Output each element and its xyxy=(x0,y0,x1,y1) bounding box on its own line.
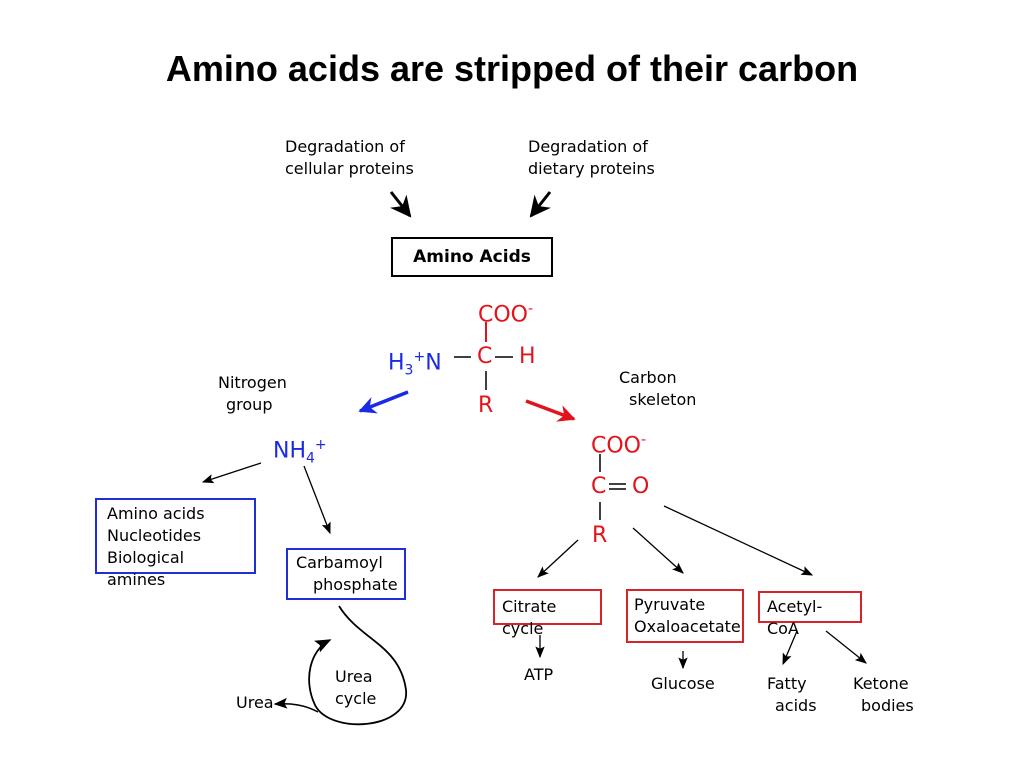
page-title: Amino acids are stripped of their carbon xyxy=(165,48,859,89)
nh-text: NH xyxy=(273,438,306,464)
label-line: cellular proteins xyxy=(285,159,414,178)
arrow-acetyl-to-ketone-bodies xyxy=(825,630,867,664)
box-line: Biological amines xyxy=(107,548,185,589)
label-line: acids xyxy=(775,696,817,715)
label-degradation-cellular: Degradation of cellular proteins xyxy=(285,136,414,180)
arrow-to-urea xyxy=(273,697,319,713)
arrow-nh4-to-products xyxy=(201,462,262,484)
label-glucose: Glucose xyxy=(651,674,715,693)
n-text: N xyxy=(425,350,442,376)
amino-acids-box: Amino Acids xyxy=(391,237,553,277)
label-line: Carbon xyxy=(619,368,677,387)
label-line: Ketone xyxy=(853,674,909,693)
label-line: Urea xyxy=(335,667,373,686)
alpha-carbon: C xyxy=(477,344,493,369)
label-atp: ATP xyxy=(524,665,554,684)
plus-sign: + xyxy=(314,437,327,453)
sub-3: 3 xyxy=(404,362,414,379)
box-line: Carbamoyl xyxy=(296,553,383,572)
label-urea: Urea xyxy=(236,693,274,712)
hydrogen-atom: H xyxy=(519,344,536,369)
box-line: phosphate xyxy=(313,575,398,594)
label-line: Nitrogen xyxy=(218,373,287,392)
arrow-acetyl-to-fatty-acids xyxy=(782,630,798,666)
box-line: Nucleotides xyxy=(107,526,202,545)
keto-r-group: R xyxy=(592,523,608,548)
amino-acid-central-row: H3+N xyxy=(388,344,442,384)
box-line: Oxaloacetate xyxy=(634,617,741,636)
box-line: Amino acids xyxy=(107,504,205,523)
h3-text: H xyxy=(388,350,405,376)
minus-sign: - xyxy=(641,432,647,448)
r-group: R xyxy=(478,393,494,418)
arrow-nh4-to-carbamoyl xyxy=(303,465,331,535)
arrow-to-citrate-cycle xyxy=(537,539,579,578)
arrow-to-acetyl-coa xyxy=(663,505,814,576)
label-degradation-dietary: Degradation of dietary proteins xyxy=(528,136,655,180)
box-line: Pyruvate xyxy=(634,595,706,614)
label-nitrogen-group: Nitrogen group xyxy=(218,372,287,416)
citrate-cycle-box: Citrate cycle xyxy=(493,589,602,638)
keto-carbon: C xyxy=(591,474,607,499)
label-line: cycle xyxy=(335,689,377,708)
acetyl-coa-box: Acetyl-CoA xyxy=(758,591,862,638)
arrow-carbon-skeleton xyxy=(525,399,576,422)
label-fatty-acids: Fatty acids xyxy=(767,673,817,717)
label-urea-cycle: Urea cycle xyxy=(335,666,376,710)
arrow-to-pyruvate xyxy=(632,527,684,574)
nitrogen-products-box: Amino acids Nucleotides Biological amine… xyxy=(95,498,256,589)
label-line: group xyxy=(226,395,273,414)
arrow-dietary-to-amino-acids xyxy=(529,191,552,218)
label-line: Fatty xyxy=(767,674,807,693)
keto-oxygen: O xyxy=(632,474,650,499)
label-line: skeleton xyxy=(629,390,697,409)
carbamoyl-phosphate-box: Carbamoyl phosphate xyxy=(286,548,406,600)
minus-sign: - xyxy=(528,301,534,317)
arrow-cellular-to-amino-acids xyxy=(389,191,412,218)
urea-cycle-loop xyxy=(308,605,407,726)
label-line: dietary proteins xyxy=(528,159,655,178)
label-carbon-skeleton: Carbon skeleton xyxy=(619,367,696,411)
label-ketone-bodies: Ketone bodies xyxy=(853,673,914,717)
label-line: Degradation of xyxy=(528,137,648,156)
pyruvate-oxaloacetate-box: Pyruvate Oxaloacetate xyxy=(626,589,744,643)
label-line: bodies xyxy=(861,696,914,715)
plus-sign: + xyxy=(413,349,426,365)
arrow-nitrogen-group xyxy=(358,390,409,414)
label-line: Degradation of xyxy=(285,137,405,156)
ammonium-ion: NH4+ xyxy=(273,432,327,472)
sub-4: 4 xyxy=(306,450,315,467)
